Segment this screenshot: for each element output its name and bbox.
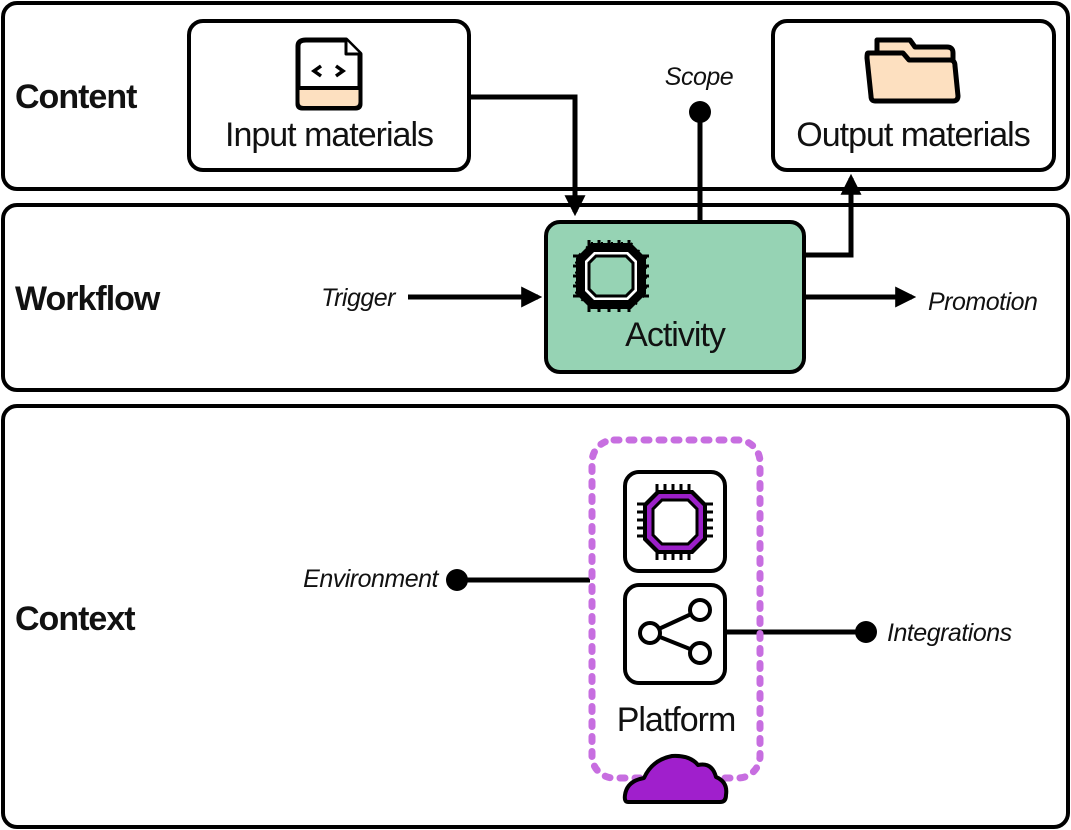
- lane-label-context: Context: [15, 600, 135, 638]
- share-icon: [638, 598, 712, 665]
- annotation-scope: Scope: [665, 63, 733, 91]
- connector-activity-to-output: [805, 173, 862, 258]
- lane-label-content: Content: [15, 78, 137, 116]
- folder-icon: [864, 37, 961, 104]
- node-activity[interactable]: Activity: [544, 220, 806, 374]
- chip-icon: [573, 240, 649, 312]
- scope-dot: [689, 101, 711, 123]
- annotation-environment: Environment: [303, 565, 439, 593]
- input-materials-label: Input materials: [225, 116, 433, 154]
- integrations-dot: [855, 621, 877, 643]
- chip-icon: [637, 484, 713, 560]
- node-output-materials[interactable]: Output materials: [771, 19, 1056, 172]
- annotation-integrations: Integrations: [887, 619, 1012, 647]
- code-file-icon: [295, 37, 363, 111]
- connector-input-to-activity: [470, 94, 586, 217]
- environment-dot: [446, 569, 468, 591]
- activity-label: Activity: [625, 316, 726, 354]
- platform-chip-box: [623, 470, 727, 573]
- annotation-promotion: Promotion: [928, 288, 1037, 316]
- output-materials-label: Output materials: [796, 116, 1029, 154]
- lane-label-workflow: Workflow: [15, 280, 161, 318]
- node-input-materials[interactable]: Input materials: [187, 19, 471, 172]
- annotation-trigger: Trigger: [321, 284, 397, 312]
- platform-label: Platform: [617, 701, 736, 739]
- node-platform[interactable]: Platform: [588, 436, 764, 804]
- lane-context: Context: [1, 404, 1070, 829]
- cloud-icon: [622, 753, 729, 804]
- platform-integrations-box: [623, 583, 727, 685]
